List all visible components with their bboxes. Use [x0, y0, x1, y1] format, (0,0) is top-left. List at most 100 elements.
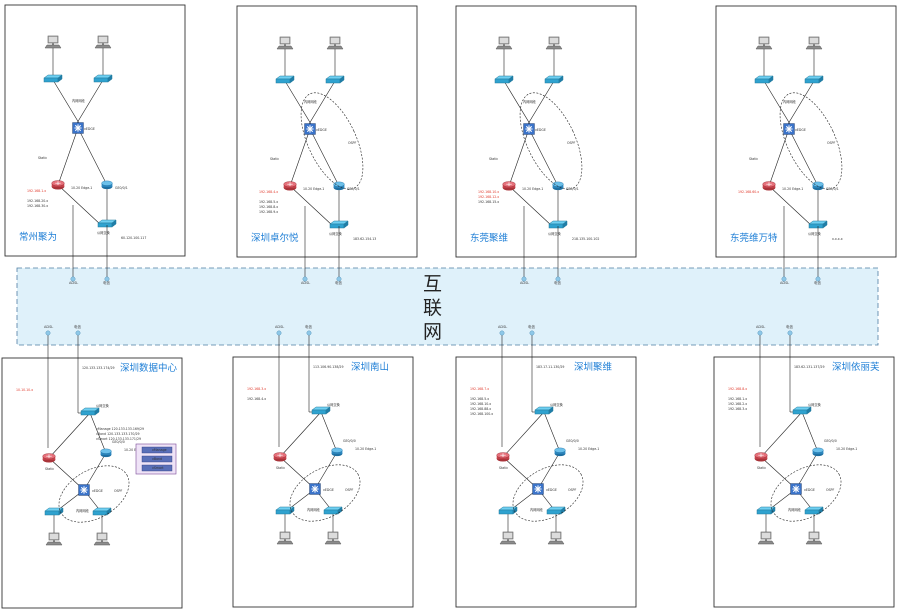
edge-router-icon[interactable]	[812, 447, 824, 457]
switch-icon[interactable]	[494, 75, 514, 84]
vedge-core-icon[interactable]	[72, 122, 84, 134]
edge-router-icon[interactable]	[100, 448, 112, 458]
switch-icon[interactable]	[498, 506, 518, 515]
vedge-core-icon[interactable]	[304, 123, 316, 135]
ospf-area	[58, 465, 130, 523]
ospf-area	[289, 464, 361, 522]
internet-char-1: 互	[423, 273, 442, 295]
firewall-router-icon[interactable]	[273, 452, 287, 462]
ospf-area	[512, 464, 584, 522]
site-panel: 深圳南山113.106.90.138/29OSPFvEDGE公网交换GE0/0/…	[232, 356, 414, 608]
adsl-wan-icon[interactable]	[276, 330, 282, 336]
ospf-area	[770, 464, 842, 522]
adsl-label: ADSL	[301, 281, 310, 285]
edge-router-icon[interactable]	[101, 180, 113, 190]
public-switch-icon[interactable]	[792, 406, 812, 415]
vedge-core-icon[interactable]	[309, 483, 321, 495]
subnet-red: 192.168.8.x	[728, 387, 747, 391]
firewall-router-icon[interactable]	[754, 452, 768, 462]
vedge-core-icon[interactable]	[532, 483, 544, 495]
subnet: 192.168.10.x	[470, 402, 491, 406]
switch-icon[interactable]	[44, 507, 64, 516]
firewall-router-icon[interactable]	[42, 453, 56, 463]
edge-label: 10.20 Edge-1	[71, 186, 92, 190]
adsl-wan-icon[interactable]	[757, 330, 763, 336]
telecom-label: 电信	[528, 324, 536, 329]
adsl-wan-icon[interactable]	[499, 330, 505, 336]
server-icon[interactable]	[141, 464, 173, 472]
telecom-wan-icon[interactable]	[306, 330, 312, 336]
vedge-core-icon[interactable]	[783, 123, 795, 135]
telecom-wan-icon[interactable]	[787, 330, 793, 336]
vedge-core-icon[interactable]	[790, 483, 802, 495]
switch-icon[interactable]	[546, 506, 566, 515]
link-line	[503, 80, 534, 130]
subnet-red: 192.168.7.x	[470, 387, 489, 391]
vedge-core-icon[interactable]	[523, 123, 535, 135]
server-label: vSmart	[152, 466, 164, 470]
site-frame	[232, 356, 414, 608]
public-switch-icon[interactable]	[311, 406, 331, 415]
telecom-wan-icon[interactable]	[529, 330, 535, 336]
edge-label: 10.20 Edge-1	[124, 448, 145, 452]
public-switch-label: 公网交换	[97, 230, 111, 235]
link-line	[760, 411, 803, 458]
static-label: Static	[489, 157, 498, 161]
subnet: 192.168.30.x	[27, 204, 48, 208]
vedge-core-icon[interactable]	[78, 484, 90, 496]
switch-icon[interactable]	[754, 75, 774, 84]
adsl-label: ADSL	[275, 325, 284, 329]
telecom-wan-icon[interactable]	[75, 330, 81, 336]
firewall-router-icon[interactable]	[762, 181, 776, 191]
link-line	[73, 79, 104, 129]
telecom-label: 电信	[554, 280, 562, 285]
lan-label: 内网网段	[523, 99, 537, 104]
adsl-label: ADSL	[520, 281, 529, 285]
ospf-label: OSPF	[114, 489, 122, 493]
switch-icon[interactable]	[43, 74, 63, 83]
switch-icon[interactable]	[804, 506, 824, 515]
switch-icon[interactable]	[756, 506, 776, 515]
server-ip: vSmart 120.133.133.171/29	[96, 437, 141, 441]
ge-label: GE0/0/0	[566, 439, 579, 443]
link-line	[537, 451, 561, 490]
telecom-label: 电信	[786, 324, 794, 329]
switch-icon[interactable]	[92, 507, 112, 516]
switch-icon[interactable]	[544, 75, 564, 84]
switch-icon[interactable]	[325, 75, 345, 84]
ge-label: GE0/0/0	[343, 439, 356, 443]
firewall-router-icon[interactable]	[51, 180, 65, 190]
ospf-label: OSPF	[348, 141, 356, 145]
subnet-red: 192.168.4.x	[259, 190, 278, 194]
switch-icon[interactable]	[275, 506, 295, 515]
edge-router-icon[interactable]	[554, 447, 566, 457]
site-frame	[715, 5, 897, 258]
core-label: vEDGE	[804, 488, 815, 492]
subnet: 192.168.2.x	[728, 402, 747, 406]
edge-label: 10.20 Edge-1	[355, 447, 376, 451]
switch-icon[interactable]	[275, 75, 295, 84]
switch-icon[interactable]	[804, 75, 824, 84]
adsl-wan-icon[interactable]	[45, 330, 51, 336]
subnet: 192.168.5.x	[259, 200, 278, 204]
firewall-router-icon[interactable]	[496, 452, 510, 462]
link-line	[524, 80, 555, 130]
switch-icon[interactable]	[93, 74, 113, 83]
public-switch-icon[interactable]	[534, 406, 554, 415]
firewall-router-icon[interactable]	[502, 181, 516, 191]
server-icon[interactable]	[141, 446, 173, 454]
static-label: Static	[276, 466, 285, 470]
server-icon[interactable]	[141, 455, 173, 463]
ospf-label: OSPF	[827, 141, 835, 145]
edge-router-icon[interactable]	[331, 447, 343, 457]
lan-label: 内网网段	[304, 99, 318, 104]
link-line	[763, 80, 794, 130]
server-ip: vBond 120.133.133.170/29	[96, 432, 140, 436]
switch-icon[interactable]	[323, 506, 343, 515]
public-switch-icon[interactable]	[80, 407, 100, 416]
firewall-router-icon[interactable]	[283, 181, 297, 191]
edge-label: 10.20 Edge-1	[303, 187, 324, 191]
ge-label: GE0/0/0	[824, 439, 837, 443]
core-label: vEDGE	[323, 488, 334, 492]
